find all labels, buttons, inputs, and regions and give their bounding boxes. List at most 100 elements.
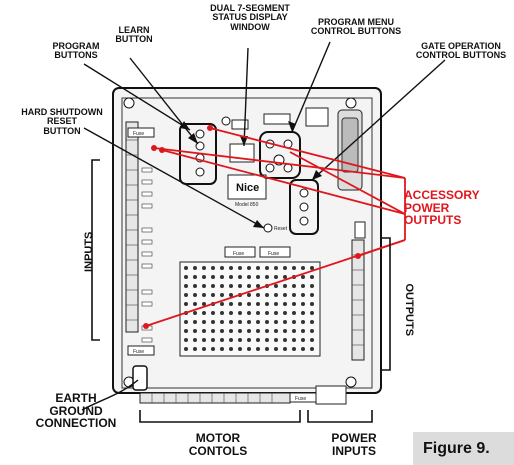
heatsink-dot [274,275,278,279]
heatsink-dot [265,293,269,297]
dual-display-callout: DUAL 7-SEGMENT STATUS DISPLAY WINDOW [196,4,304,32]
heatsink-dot [238,284,242,288]
heatsink-dot [247,266,251,270]
heatsink-dot [265,302,269,306]
heatsink-dot [247,275,251,279]
heatsink-dot [184,320,188,324]
heatsink-dot [211,284,215,288]
heatsink-dot [193,266,197,270]
heatsink-dot [211,275,215,279]
earth-ground-callout: EARTH GROUND CONNECTION [24,392,128,430]
outputs-callout: OUTPUTS [402,276,414,344]
earth-ground-terminal [133,366,147,390]
heatsink-dot [292,284,296,288]
heatsink-dot [238,311,242,315]
heatsink-dot [310,338,314,342]
heatsink-dot [184,338,188,342]
heatsink-dot [310,329,314,333]
top-connector [306,108,328,126]
heatsink-dot [184,347,188,351]
heatsink-dot [220,347,224,351]
heatsink-dot [283,320,287,324]
hard-shutdown-callout: HARD SHUTDOWN RESET BUTTON [6,108,118,136]
heatsink-dot [283,338,287,342]
heatsink-dot [247,338,251,342]
heatsink-dot [184,293,188,297]
heatsink-dot [247,329,251,333]
heatsink-dot [193,311,197,315]
program-button [196,130,204,138]
gate-button [300,217,308,225]
heatsink-dot [274,302,278,306]
heatsink-dot [292,266,296,270]
learn-button [222,117,230,125]
fuse-label: Fuse [295,396,306,402]
heatsink-dot [301,293,305,297]
heatsink-dot [202,311,206,315]
heatsink-dot [256,302,260,306]
heatsink-dot [202,320,206,324]
fuse-label: Fuse [268,251,279,257]
heatsink-dot [247,293,251,297]
brand-logo: Nice [236,182,259,194]
heatsink-dot [247,311,251,315]
heatsink-dot [292,302,296,306]
heatsink-dot [310,275,314,279]
heatsink-dot [283,347,287,351]
heatsink-dot [283,302,287,306]
heatsink-dot [193,293,197,297]
heatsink-dot [265,329,269,333]
heatsink-dot [238,338,242,342]
program-menu-callout: PROGRAM MENU CONTROL BUTTONS [296,18,416,37]
heatsink-dot [274,329,278,333]
program-button [196,168,204,176]
heatsink-dot [283,293,287,297]
heatsink-dot [238,302,242,306]
heatsink-dot [256,320,260,324]
heatsink-dot [193,329,197,333]
heatsink-dot [256,275,260,279]
heatsink-dot [301,284,305,288]
heatsink-dot [220,329,224,333]
mounting-hole [346,377,356,387]
heatsink-dot [292,311,296,315]
heatsink-dot [211,266,215,270]
heatsink-dot [211,293,215,297]
reset-label: Reset [274,226,288,232]
heatsink-dot [211,329,215,333]
gate-button [300,203,308,211]
heatsink-dot [256,338,260,342]
heatsink-dot [256,293,260,297]
power-input-connector [316,386,346,404]
heatsink-dot [184,302,188,306]
heatsink-dot [283,311,287,315]
heatsink-dot [301,338,305,342]
heatsink-dot [229,302,233,306]
heatsink-dot [193,284,197,288]
heatsink-dot [310,284,314,288]
inputs-callout: INPUTS [84,222,96,282]
heatsink-dot [301,347,305,351]
heatsink-dot [229,266,233,270]
heatsink-dot [202,293,206,297]
heatsink-dot [184,275,188,279]
heatsink-dot [220,311,224,315]
heatsink-dot [283,275,287,279]
heatsink-dot [184,284,188,288]
heatsink-dot [301,302,305,306]
heatsink-dot [229,275,233,279]
heatsink-dot [229,311,233,315]
heatsink-dot [256,329,260,333]
hard-shutdown-reset-button [264,224,272,232]
heatsink-dot [247,320,251,324]
heatsink-dot [274,311,278,315]
heatsink-dot [283,329,287,333]
input-terminal-strip [126,122,138,332]
heatsink-dot [238,320,242,324]
heatsink-dot [193,302,197,306]
heatsink-dot [310,347,314,351]
heatsink-dot [265,320,269,324]
mounting-hole [124,98,134,108]
heatsink-dot [310,266,314,270]
heatsink-dot [274,347,278,351]
